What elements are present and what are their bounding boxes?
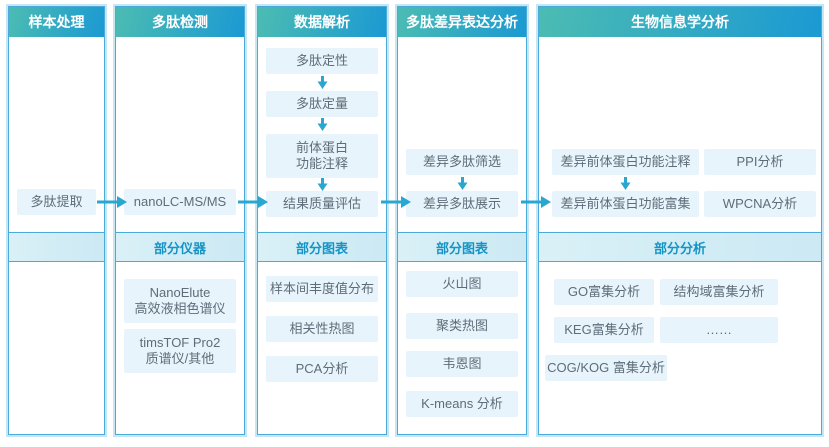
column-bioinformatics: 生物信息学分析 差异前体蛋白功能注释 PPI分析 差异前体蛋白功能富集 WPCN… [538, 6, 822, 435]
item-pca-analysis: PCA分析 [266, 356, 378, 382]
flow-box-diff-peptide-screening: 差异多肽筛选 [406, 149, 518, 175]
arrow-right-icon [238, 195, 268, 208]
flow-box-diff-precursor-annotation: 差异前体蛋白功能注释 [552, 149, 699, 175]
flow-box-diff-precursor-enrichment: 差异前体蛋白功能富集 [552, 191, 699, 217]
item-ellipsis: …… [660, 317, 778, 343]
item-go-enrichment: GO富集分析 [554, 279, 654, 305]
item-volcano-plot: 火山图 [406, 271, 518, 297]
flow-box-result-quality-assessment: 结果质量评估 [266, 191, 378, 217]
column-header-bioinformatics: 生物信息学分析 [539, 7, 821, 37]
column-data-analysis: 数据解析 多肽定性 多肽定量 前体蛋白 功能注释 结果质量评估 部分图表 样本间… [257, 6, 387, 435]
item-nanoelute-hplc: NanoElute 高效液相色谱仪 [124, 279, 236, 323]
band-charts: 部分图表 [258, 232, 386, 262]
item-timstof-pro2: timsTOF Pro2 质谱仪/其他 [124, 329, 236, 373]
item-kmeans-analysis: K-means 分析 [406, 391, 518, 417]
arrow-right-icon [381, 195, 411, 208]
column-header-differential-expression: 多肽差异表达分析 [398, 7, 526, 37]
column-sample-processing: 样本处理 多肽提取 [8, 6, 105, 435]
band-instruments: 部分仪器 [116, 232, 244, 262]
column-header-sample-processing: 样本处理 [9, 7, 104, 37]
column-header-peptide-detection: 多肽检测 [116, 7, 244, 37]
arrow-down-icon [620, 177, 631, 190]
column-header-data-analysis: 数据解析 [258, 7, 386, 37]
arrow-right-icon [521, 195, 551, 208]
flow-box-precursor-protein-annotation: 前体蛋白 功能注释 [266, 134, 378, 178]
flow-box-nanolc-msms: nanoLC-MS/MS [124, 189, 236, 215]
band-empty [9, 232, 104, 262]
band-charts: 部分图表 [398, 232, 526, 262]
item-domain-enrichment: 结构域富集分析 [660, 279, 778, 305]
band-analyses: 部分分析 [539, 232, 821, 262]
flow-box-peptide-extraction: 多肽提取 [17, 189, 96, 215]
flow-box-wpcna-analysis: WPCNA分析 [704, 191, 816, 217]
flow-box-peptide-quantitative: 多肽定量 [266, 91, 378, 117]
item-cluster-heatmap: 聚类热图 [406, 313, 518, 339]
arrow-down-icon [317, 76, 328, 89]
item-keg-enrichment: KEG富集分析 [554, 317, 654, 343]
flow-box-peptide-qualitative: 多肽定性 [266, 48, 378, 74]
item-venn-diagram: 韦恩图 [406, 351, 518, 377]
flow-box-diff-peptide-display: 差异多肽展示 [406, 191, 518, 217]
arrow-down-icon [317, 118, 328, 131]
flow-box-ppi-analysis: PPI分析 [704, 149, 816, 175]
item-cog-kog-enrichment: COG/KOG 富集分析 [545, 355, 667, 381]
column-differential-expression: 多肽差异表达分析 差异多肽筛选 差异多肽展示 部分图表 火山图 聚类热图 韦恩图… [397, 6, 527, 435]
arrow-down-icon [457, 177, 468, 190]
arrow-right-icon [97, 195, 127, 208]
column-peptide-detection: 多肽检测 nanoLC-MS/MS 部分仪器 NanoElute 高效液相色谱仪… [115, 6, 245, 435]
item-correlation-heatmap: 相关性热图 [266, 316, 378, 342]
arrow-down-icon [317, 178, 328, 191]
item-abundance-distribution: 样本间丰度值分布 [266, 276, 378, 302]
